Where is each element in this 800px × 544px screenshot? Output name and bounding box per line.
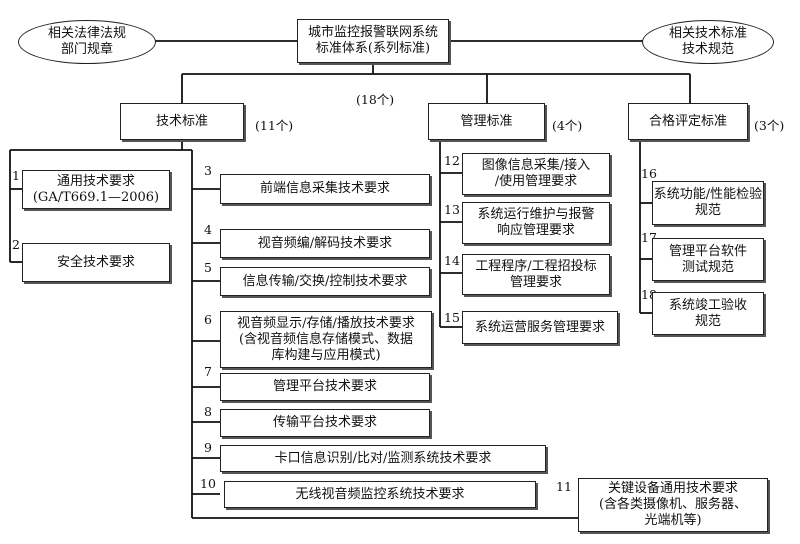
category-management-count: (4个) bbox=[552, 118, 583, 133]
category-conformity-count: (3个) bbox=[754, 118, 785, 133]
category-management: 管理标准 bbox=[428, 103, 545, 140]
item-checkpoint-recognition: 卡口信息识别/比对/监测系统技术要求 bbox=[220, 445, 546, 472]
item-av-codec: 视音频编/解码技术要求 bbox=[220, 229, 430, 258]
item-operation-service: 系统运营服务管理要求 bbox=[462, 311, 618, 344]
technical-norms-node: 相关技术标准 技术规范 bbox=[642, 20, 774, 64]
item-function-performance-test: 系统功能/性能检验 规范 bbox=[652, 181, 764, 225]
item-front-end-capture: 前端信息采集技术要求 bbox=[220, 174, 430, 204]
item-image-info-management: 图像信息采集/接入 /使用管理要求 bbox=[462, 153, 610, 195]
root-node: 城市监控报警联网系统 标准体系(系列标准) bbox=[297, 19, 449, 63]
item-security-requirements: 安全技术要求 bbox=[22, 243, 170, 282]
category-conformity: 合格评定标准 bbox=[628, 103, 748, 140]
item-number: 8 bbox=[204, 404, 212, 419]
item-transmission-exchange: 信息传输/交换/控制技术要求 bbox=[220, 267, 430, 296]
item-wireless-av-monitoring: 无线视音频监控系统技术要求 bbox=[224, 481, 536, 508]
category-technical: 技术标准 bbox=[120, 103, 244, 140]
item-av-display-storage: 视音频显示/存储/播放技术要求 (含视音频信息存储模式、数据 库构建与应用模式) bbox=[220, 311, 432, 368]
item-engineering-procedure: 工程程序/工程招投标 管理要求 bbox=[462, 254, 610, 295]
item-number: 5 bbox=[204, 260, 212, 275]
item-number: 9 bbox=[204, 440, 212, 455]
item-transmission-platform: 传输平台技术要求 bbox=[220, 409, 430, 437]
item-completion-acceptance: 系统竣工验收 规范 bbox=[652, 292, 764, 335]
item-number: 11 bbox=[556, 479, 572, 494]
item-management-platform: 管理平台技术要求 bbox=[220, 373, 430, 401]
item-number: 7 bbox=[204, 364, 212, 379]
item-number: 15 bbox=[444, 310, 460, 325]
category-technical-count: (11个) bbox=[255, 118, 294, 133]
item-operation-maintenance: 系统运行维护与报警 响应管理要求 bbox=[462, 202, 610, 244]
laws-regulations-node: 相关法律法规 部门规章 bbox=[18, 20, 156, 64]
item-number: 16 bbox=[641, 166, 657, 181]
total-count-label: (18个) bbox=[356, 92, 395, 107]
item-number: 3 bbox=[204, 163, 212, 178]
item-number: 12 bbox=[444, 153, 460, 168]
item-key-equipment: 关键设备通用技术要求 (含各类摄像机、服务器、 光端机等) bbox=[578, 478, 768, 532]
item-number: 10 bbox=[200, 476, 216, 491]
item-number: 1 bbox=[12, 168, 20, 183]
item-general-requirements: 通用技术要求 (GA/T669.1—2006) bbox=[22, 170, 170, 209]
item-number: 6 bbox=[204, 312, 212, 327]
item-platform-software-test: 管理平台软件 测试规范 bbox=[652, 238, 764, 281]
item-number: 13 bbox=[444, 202, 460, 217]
item-number: 14 bbox=[444, 253, 460, 268]
item-number: 2 bbox=[12, 237, 20, 252]
item-number: 4 bbox=[204, 222, 212, 237]
